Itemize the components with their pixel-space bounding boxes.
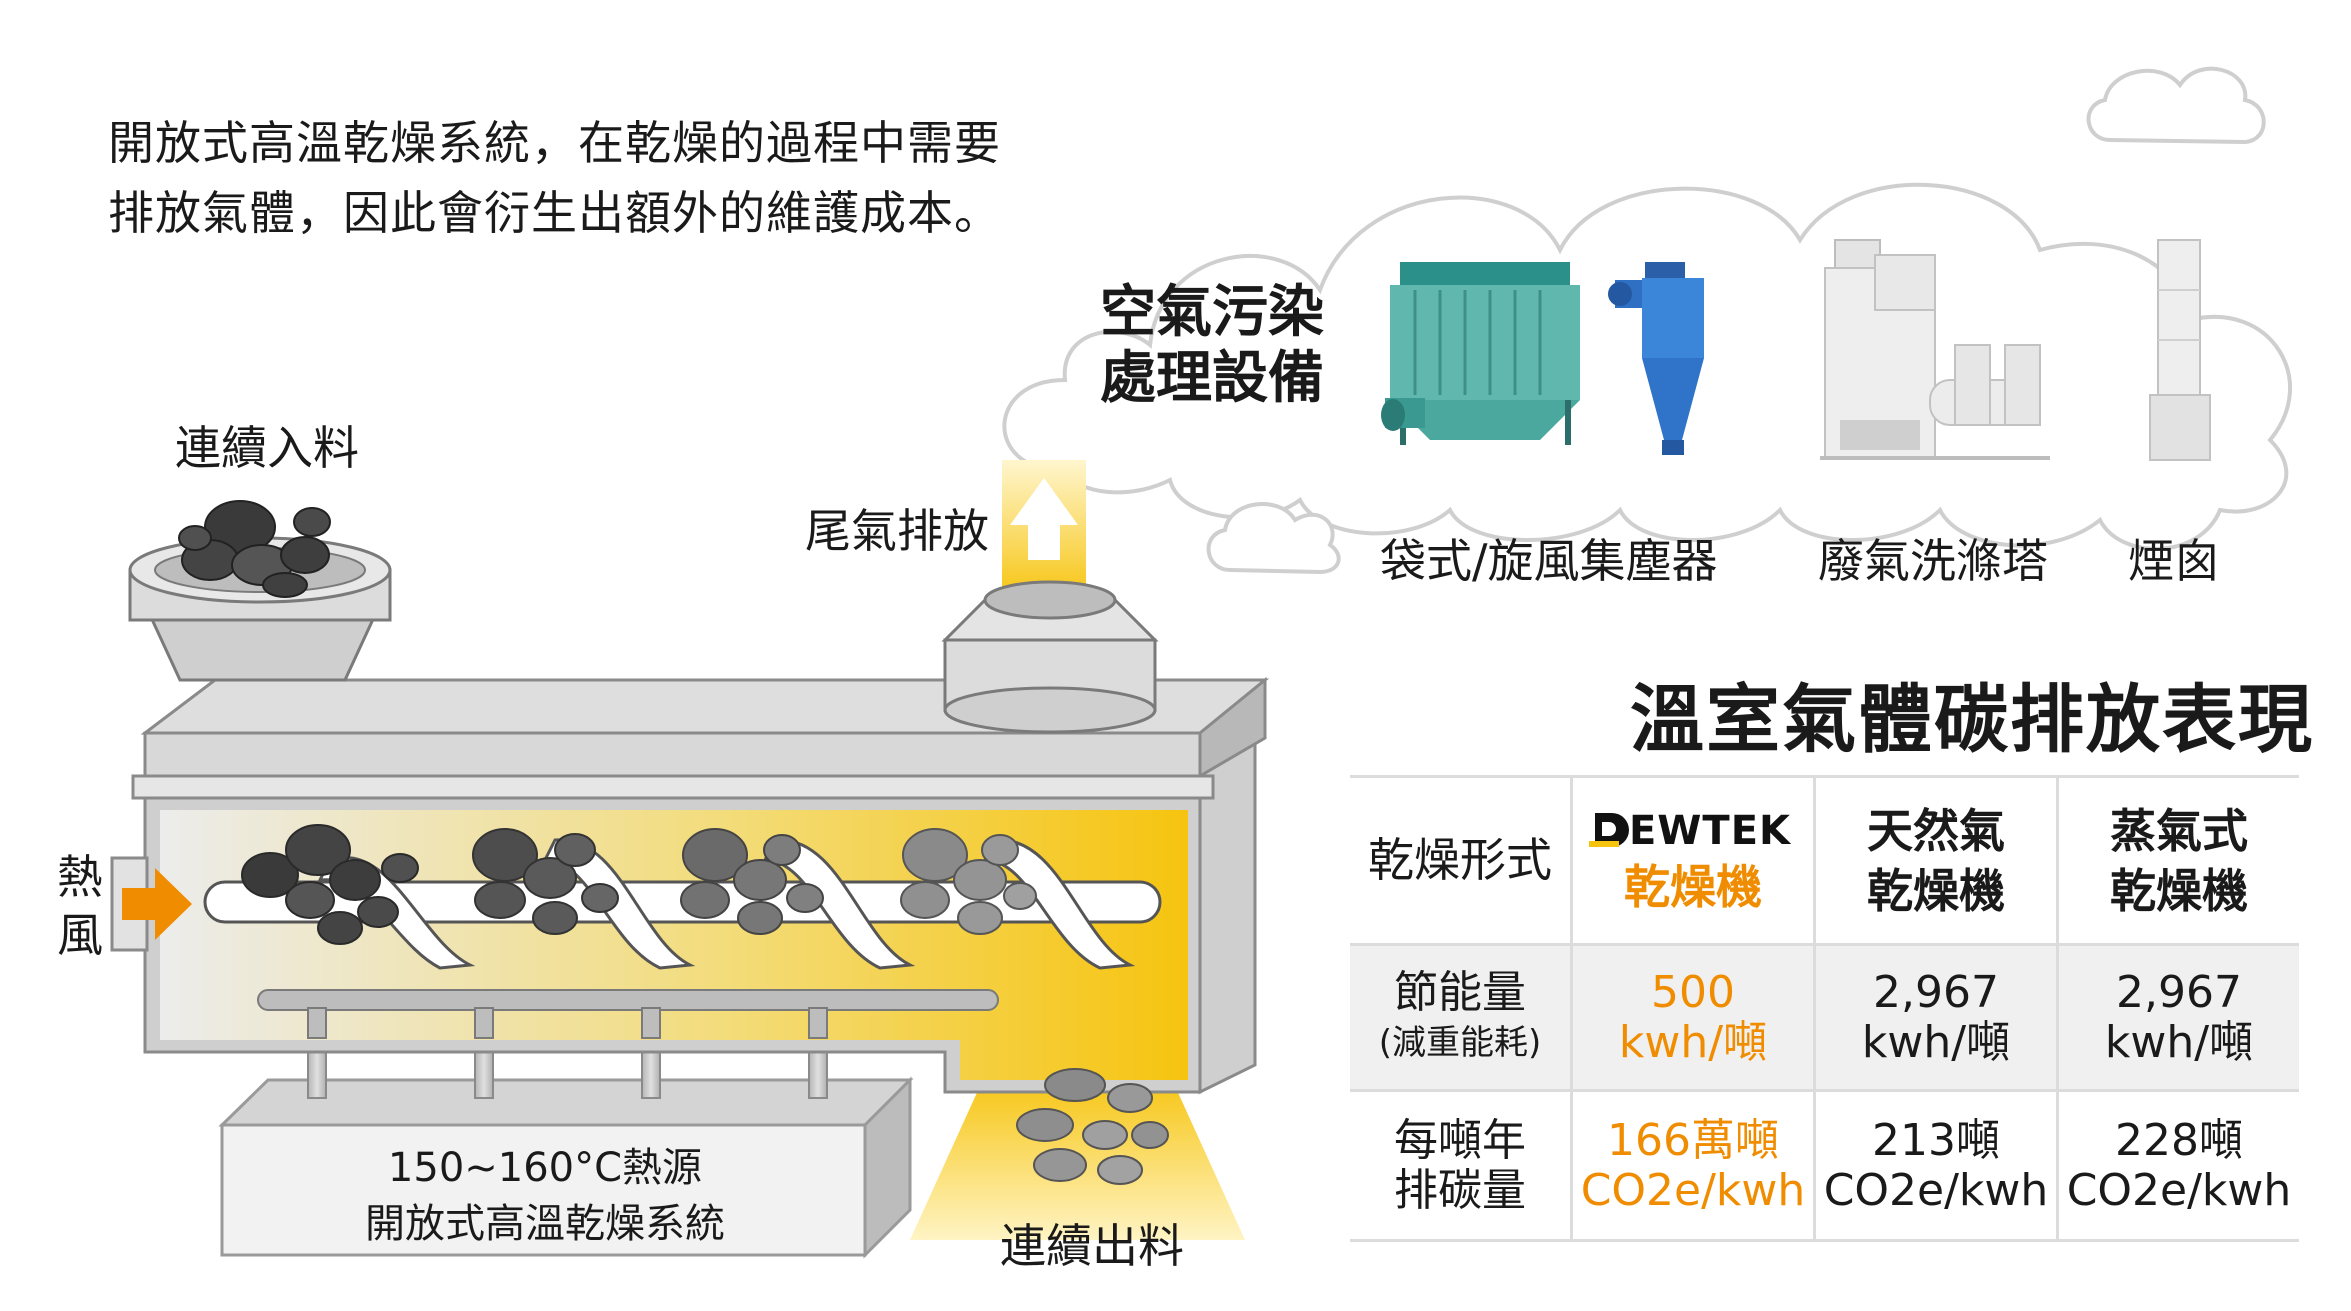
corner-label: 乾燥形式 <box>1368 832 1552 887</box>
column-header-steam-line-1: 蒸氣式 <box>2110 803 2248 858</box>
row-label-energy: 節能量 (減重能耗) <box>1350 944 1572 1091</box>
row-label-carbon-line-2: 排碳量 <box>1394 1164 1526 1216</box>
cell-carbon-steam-unit: CO2e/kwh <box>2066 1164 2292 1216</box>
dewtek-logo-text: EWTEK <box>1628 807 1792 854</box>
cell-carbon-steam-value: 228噸 <box>2115 1114 2243 1166</box>
column-header-gas: 天然氣 乾燥機 <box>1813 776 2058 945</box>
heating-pipe <box>257 989 999 1039</box>
pollution-title: 空氣污染 處理設備 <box>1100 280 1324 412</box>
column-header-steam: 蒸氣式 乾燥機 <box>2056 776 2299 945</box>
scrubber-icon <box>1820 239 2050 460</box>
row-label-carbon-line-1: 每噸年 <box>1394 1114 1526 1166</box>
exhaust-flow <box>1002 460 1086 600</box>
table-row-carbon: 每噸年 排碳量 166萬噸 CO2e/kwh 213噸 CO2e/kwh 228… <box>1350 1090 2299 1241</box>
pollution-title-line-2: 處理設備 <box>1100 346 1324 411</box>
feed-out-label: 連續出料 <box>1000 1219 1184 1273</box>
column-header-steam-line-2: 乾燥機 <box>2110 863 2248 918</box>
cell-carbon-dewtek: 166萬噸 CO2e/kwh <box>1570 1090 1815 1241</box>
heat-source-line-2: 開放式高溫乾燥系統 <box>365 1201 725 1247</box>
column-header-dewtek-line-2: 乾燥機 <box>1624 859 1762 914</box>
cell-carbon-gas: 213噸 CO2e/kwh <box>1813 1090 2058 1241</box>
intro-text: 開放式高溫乾燥系統，在乾燥的過程中需要 排放氣體，因此會衍生出額外的維護成本。 <box>108 108 1001 248</box>
row-label-energy-line-1: 節能量 <box>1394 966 1526 1018</box>
discharge-material <box>1016 1068 1169 1185</box>
table-title: 溫室氣體碳排放表現 <box>1630 677 2314 763</box>
cell-carbon-gas-unit: CO2e/kwh <box>1823 1164 2049 1216</box>
cell-energy-steam-unit: kwh/噸 <box>2104 1016 2254 1068</box>
material-group-1 <box>241 824 419 945</box>
cell-energy-gas: 2,967 kwh/噸 <box>1813 944 2058 1091</box>
baghouse-icon <box>1381 262 1580 445</box>
cell-energy-dewtek-unit: kwh/噸 <box>1618 1016 1768 1068</box>
cell-carbon-dewtek-value: 166萬噸 <box>1607 1114 1779 1166</box>
equipment-label-chimney: 煙囪 <box>2128 534 2220 588</box>
material-group-4 <box>900 828 1037 935</box>
hot-air-label: 熱風 <box>57 850 103 962</box>
intro-line-1: 開放式高溫乾燥系統，在乾燥的過程中需要 <box>108 116 1001 170</box>
column-header-gas-line-2: 乾燥機 <box>1867 863 2005 918</box>
heat-source-text: 150~160°C熱源 開放式高溫乾燥系統 <box>205 1140 885 1252</box>
cell-carbon-gas-value: 213噸 <box>1872 1114 2000 1166</box>
pollution-title-line-1: 空氣污染 <box>1100 280 1324 345</box>
row-label-energy-line-2: (減重能耗) <box>1378 1022 1542 1063</box>
dewtek-logo: EWTEK <box>1573 805 1813 857</box>
material-group-3 <box>680 828 824 935</box>
chimney-icon <box>2149 239 2211 461</box>
cell-carbon-steam: 228噸 CO2e/kwh <box>2056 1090 2299 1241</box>
column-header-gas-line-1: 天然氣 <box>1867 803 2005 858</box>
material-group-2 <box>472 828 619 935</box>
cell-carbon-dewtek-unit: CO2e/kwh <box>1580 1164 1806 1216</box>
hot-air-inlet <box>110 856 192 952</box>
table-header-row: 乾燥形式 EWTEK 乾燥機 天然氣 乾燥機 蒸氣式 乾燥機 <box>1350 776 2299 945</box>
cell-energy-steam: 2,967 kwh/噸 <box>2056 944 2299 1091</box>
column-header-dewtek: EWTEK 乾燥機 <box>1570 776 1815 945</box>
cell-energy-dewtek: 500 kwh/噸 <box>1570 944 1815 1091</box>
performance-table: 乾燥形式 EWTEK 乾燥機 天然氣 乾燥機 蒸氣式 乾燥機 節能量 (減重能耗… <box>1350 775 2299 1242</box>
equipment-label-scrubber: 廢氣洗滌塔 <box>1818 534 2048 588</box>
feed-hopper <box>128 500 392 682</box>
cell-energy-gas-value: 2,967 <box>1873 966 1999 1018</box>
equipment-label-collector: 袋式/旋風集塵器 <box>1380 534 1718 588</box>
cell-energy-gas-unit: kwh/噸 <box>1861 1016 2011 1068</box>
dewtek-logo-mark <box>1588 812 1629 847</box>
intro-line-2: 排放氣體，因此會衍生出額外的維護成本。 <box>108 186 1001 240</box>
table-row-energy: 節能量 (減重能耗) 500 kwh/噸 2,967 kwh/噸 2,967 k… <box>1350 944 2299 1091</box>
exhaust-stack <box>941 580 1159 734</box>
cell-energy-steam-value: 2,967 <box>2116 966 2242 1018</box>
cyclone-icon <box>1608 262 1704 455</box>
support-legs <box>307 1049 828 1099</box>
heat-source-line-1: 150~160°C熱源 <box>387 1145 703 1191</box>
row-label-carbon: 每噸年 排碳量 <box>1350 1091 1572 1241</box>
heat-source-box <box>218 1076 914 1259</box>
cell-energy-dewtek-value: 500 <box>1651 966 1735 1018</box>
corner-cell: 乾燥形式 <box>1350 777 1572 945</box>
feed-in-label: 連續入料 <box>175 421 359 475</box>
exhaust-label: 尾氣排放 <box>805 504 989 558</box>
